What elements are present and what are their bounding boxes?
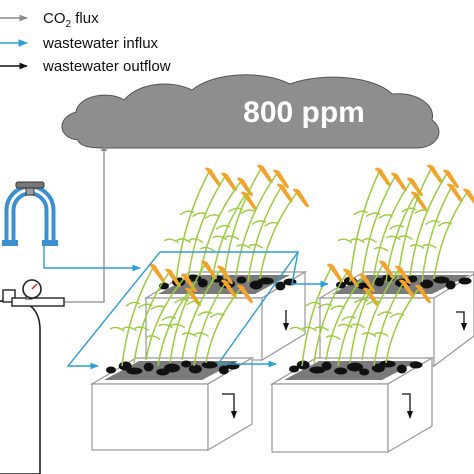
stone: [257, 277, 274, 285]
concentration-label: 800 ppm: [243, 96, 365, 129]
influx-arrows: [43, 246, 329, 370]
stone: [275, 281, 286, 291]
influx-arrow-top: [160, 251, 300, 368]
influx-arrow-main: [43, 246, 141, 272]
co2-cloud: 800 ppm: [61, 74, 440, 149]
cloud-shape: [61, 74, 440, 149]
stone: [347, 362, 363, 372]
stone: [396, 364, 407, 374]
stone: [289, 365, 299, 373]
rice-plant-icon: [314, 273, 375, 361]
rice-plant-icon: [373, 284, 431, 364]
rice-plant-icon: [158, 260, 217, 364]
rice-plant-icon: [212, 164, 273, 280]
stone: [374, 277, 385, 287]
rice-plant-icon: [349, 172, 407, 280]
gas-cylinder-icon: [0, 289, 65, 474]
rice-plant-icon: [350, 265, 411, 361]
water-tap-icon: [2, 181, 58, 246]
rice-plant-icon: [248, 188, 309, 280]
outflow-arrow-front-right: [402, 393, 414, 419]
legend: CO2 flux wastewater influx wastewater ou…: [0, 10, 171, 75]
stone: [433, 276, 450, 284]
stone: [309, 366, 326, 374]
influx-arrow-left-loop: [66, 251, 161, 370]
stone: [409, 361, 423, 369]
rice-plant-icon: [224, 169, 289, 277]
influx-legend-label: wastewater influx: [42, 35, 159, 52]
stone: [458, 277, 472, 285]
stone: [236, 276, 247, 284]
stone: [296, 360, 310, 370]
stone: [321, 361, 332, 371]
rice-plant-icon: [337, 260, 395, 364]
stone: [359, 368, 370, 376]
outflow-arrow-back-right: [456, 311, 468, 331]
stone: [201, 361, 218, 369]
stone: [181, 360, 192, 368]
pressure-gauge-icon: [22, 279, 42, 300]
stone: [379, 360, 396, 368]
stone: [445, 280, 456, 290]
co2-flux-legend-label: CO2 flux: [43, 10, 99, 30]
stone: [420, 279, 434, 289]
rice-plant-icon: [362, 177, 423, 277]
stone: [334, 367, 348, 375]
rice-plant-icon: [301, 268, 359, 364]
stone: [218, 365, 229, 375]
outflow-arrows: [222, 310, 468, 419]
outflow-arrow-front-left: [222, 393, 238, 419]
stone: [197, 278, 208, 288]
rice-plant-icon: [361, 279, 415, 367]
influx-arrow-right-back: [291, 251, 329, 288]
rice-plant-icon: [188, 177, 253, 277]
stone: [164, 363, 180, 373]
rice-plant-icon: [337, 167, 391, 283]
rice-plant-icon: [398, 169, 459, 277]
rice-plants: [109, 164, 474, 367]
rice-plant-icon: [170, 265, 233, 361]
rice-plant-icon: [421, 188, 474, 280]
outflow-legend-label: wastewater outflow: [42, 58, 171, 75]
rice-plant-icon: [122, 268, 181, 364]
rice-plant-icon: [194, 284, 253, 364]
rice-plant-icon: [176, 172, 237, 280]
co2-flux-arrow: [60, 143, 108, 303]
rice-plant-icon: [385, 164, 443, 280]
rice-plant-icon: [163, 167, 221, 283]
rice-plant-icon: [181, 279, 237, 367]
stone: [188, 364, 202, 374]
stone: [126, 367, 143, 375]
stone: [143, 362, 154, 372]
stone: [106, 366, 116, 374]
